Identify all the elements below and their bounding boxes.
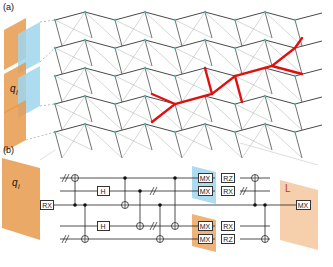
gate-box: MX (296, 200, 311, 210)
gate-box: RZ (221, 234, 235, 244)
gate-box: MX (198, 186, 213, 196)
gate-label: MX (200, 175, 211, 182)
gate-box: MX (198, 221, 213, 231)
qubit-label: q (10, 84, 16, 94)
gate-label: H (100, 188, 105, 195)
gate-label: RX (42, 202, 52, 209)
gate-box: H (97, 221, 110, 231)
qubit-subscript: i (18, 183, 20, 190)
gate-box: RX (221, 221, 235, 231)
gate-label: H (100, 223, 105, 230)
gate-label: RZ (223, 236, 232, 243)
gate-box: H (97, 186, 110, 196)
gate-label: MX (298, 202, 309, 209)
panel-letter: (b) (3, 146, 14, 155)
gate-box: MX (198, 234, 213, 244)
gate-label: MX (200, 236, 211, 243)
plane-label: L (285, 184, 291, 194)
gate-label: MX (200, 223, 211, 230)
gate-box: RX (40, 200, 54, 210)
gate-label: RX (223, 223, 233, 230)
gate-box: MX (198, 173, 213, 183)
gate-box: RX (221, 186, 235, 196)
gate-label: MX (200, 188, 211, 195)
gate-label: RX (223, 188, 233, 195)
qubit-subscript: i (16, 89, 18, 96)
gate-label: RZ (223, 175, 232, 182)
gate-box: RZ (221, 173, 235, 183)
qubit-label: q (12, 178, 18, 188)
panel-letter: (a) (3, 3, 14, 12)
